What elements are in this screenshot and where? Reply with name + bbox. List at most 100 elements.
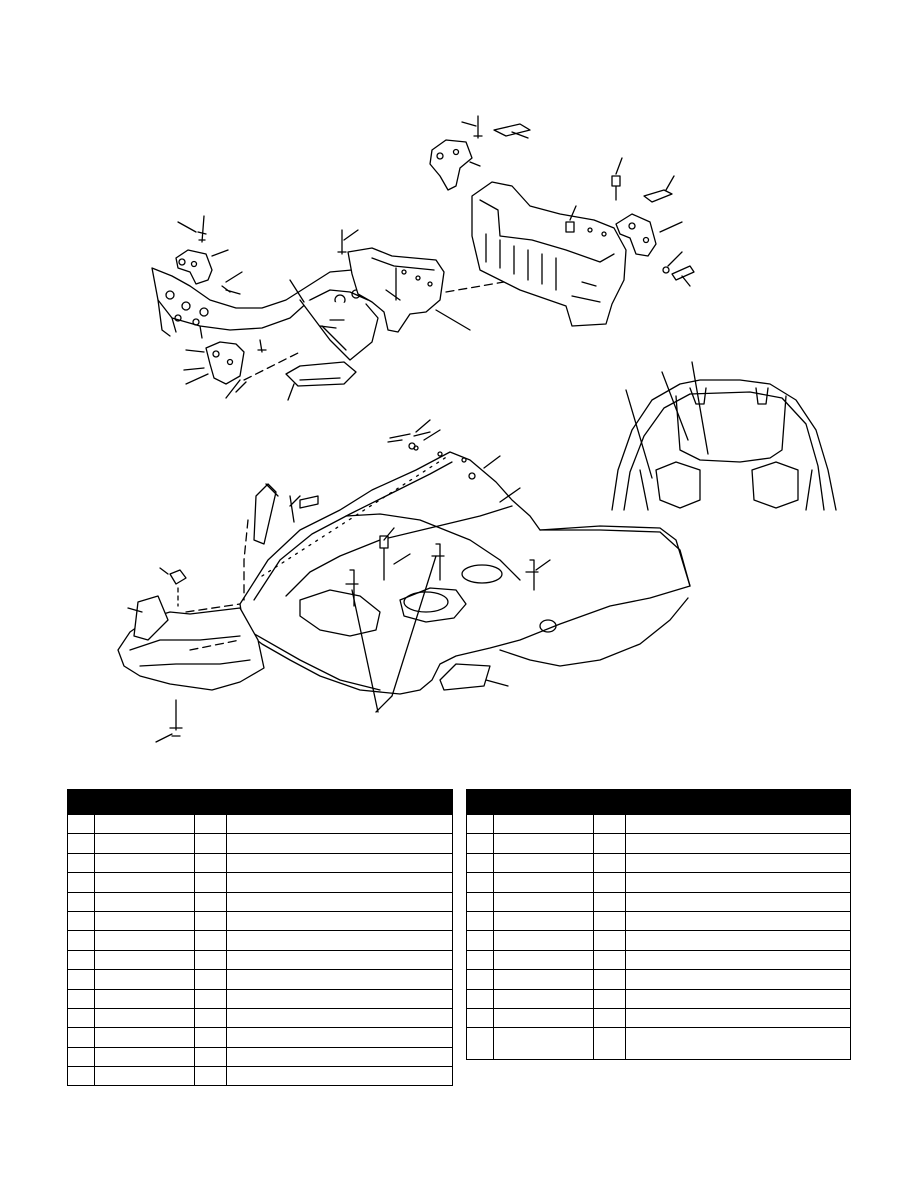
cell-ref [67, 949, 95, 971]
cell-part [94, 813, 195, 835]
cell-part [493, 949, 594, 971]
table-row [466, 988, 851, 1009]
front-frame-assembly [151, 215, 505, 401]
table-row [67, 1007, 453, 1029]
cell-ref [466, 813, 494, 835]
cell-part [94, 949, 195, 971]
cell-qty [593, 1027, 626, 1061]
cell-qty [194, 969, 227, 990]
front-bumper [117, 567, 265, 743]
table-title [466, 789, 851, 815]
cell-ref [466, 891, 494, 912]
cell-part [493, 988, 594, 1009]
cell-part [94, 988, 195, 1009]
table-row [67, 833, 453, 854]
table-header-row [67, 789, 453, 815]
cell-ref [466, 1027, 494, 1061]
exploded-parts-diagram [117, 115, 837, 743]
cell-desc [625, 949, 851, 971]
cell-desc [625, 891, 851, 912]
cell-ref [67, 852, 95, 874]
cell-qty [194, 852, 227, 874]
cell-part [493, 910, 594, 932]
cell-ref [67, 969, 95, 990]
table-row [466, 891, 851, 912]
cell-part [94, 891, 195, 912]
table-row [67, 852, 453, 874]
cell-desc [226, 1027, 453, 1048]
cell-qty [593, 1007, 626, 1029]
cell-ref [466, 910, 494, 932]
cell-part [493, 1027, 594, 1061]
table-row [67, 910, 453, 932]
table-row [466, 910, 851, 932]
table-row [466, 949, 851, 971]
table-title [67, 789, 453, 815]
inset-hood-view [611, 361, 837, 511]
cell-desc [625, 852, 851, 874]
cell-qty [593, 872, 626, 893]
cell-part [493, 813, 594, 835]
table-row [67, 813, 453, 835]
cell-qty [194, 1027, 227, 1048]
cell-desc [226, 813, 453, 835]
cell-qty [194, 930, 227, 951]
cell-ref [466, 833, 494, 854]
table-row [466, 872, 851, 893]
cell-desc [625, 930, 851, 951]
table-row [466, 833, 851, 854]
table-row [466, 1027, 851, 1061]
cell-part [94, 833, 195, 854]
table-row [67, 949, 453, 971]
cell-qty [593, 930, 626, 951]
table-row [466, 852, 851, 874]
cell-desc [226, 852, 453, 874]
table-row [67, 930, 453, 951]
cell-ref [67, 813, 95, 835]
cell-ref [67, 872, 95, 893]
cell-desc [226, 891, 453, 912]
cell-qty [194, 872, 227, 893]
cell-desc [625, 872, 851, 893]
cell-desc [226, 872, 453, 893]
cell-ref [67, 891, 95, 912]
cell-ref [67, 930, 95, 951]
cell-part [94, 1027, 195, 1048]
rear-frame-assembly [429, 115, 695, 327]
cell-part [493, 891, 594, 912]
cell-desc [625, 910, 851, 932]
cell-qty [194, 833, 227, 854]
cell-desc [226, 1007, 453, 1029]
cell-ref [466, 949, 494, 971]
cell-ref [466, 930, 494, 951]
cell-part [94, 930, 195, 951]
parts-table-left [67, 789, 453, 1087]
cell-part [94, 1007, 195, 1029]
cell-desc [226, 988, 453, 1009]
cell-desc [226, 949, 453, 971]
cell-ref [67, 1007, 95, 1029]
cell-qty [593, 969, 626, 990]
cell-part [94, 969, 195, 990]
table-row [67, 1027, 453, 1048]
table-row [466, 1007, 851, 1029]
table-row [67, 891, 453, 912]
cell-qty [593, 949, 626, 971]
cell-part [493, 930, 594, 951]
cell-desc [625, 969, 851, 990]
cell-ref [67, 1027, 95, 1048]
cell-desc [226, 969, 453, 990]
cell-ref [67, 988, 95, 1009]
table-row [466, 813, 851, 835]
cell-desc [625, 813, 851, 835]
cell-desc [625, 1027, 851, 1061]
cell-desc [625, 988, 851, 1009]
table-row [67, 1066, 453, 1087]
cell-part [493, 852, 594, 874]
cell-desc [226, 910, 453, 932]
cell-ref [67, 1046, 95, 1068]
cell-desc [625, 1007, 851, 1029]
cell-ref [466, 969, 494, 990]
cell-ref [466, 852, 494, 874]
cell-part [493, 969, 594, 990]
